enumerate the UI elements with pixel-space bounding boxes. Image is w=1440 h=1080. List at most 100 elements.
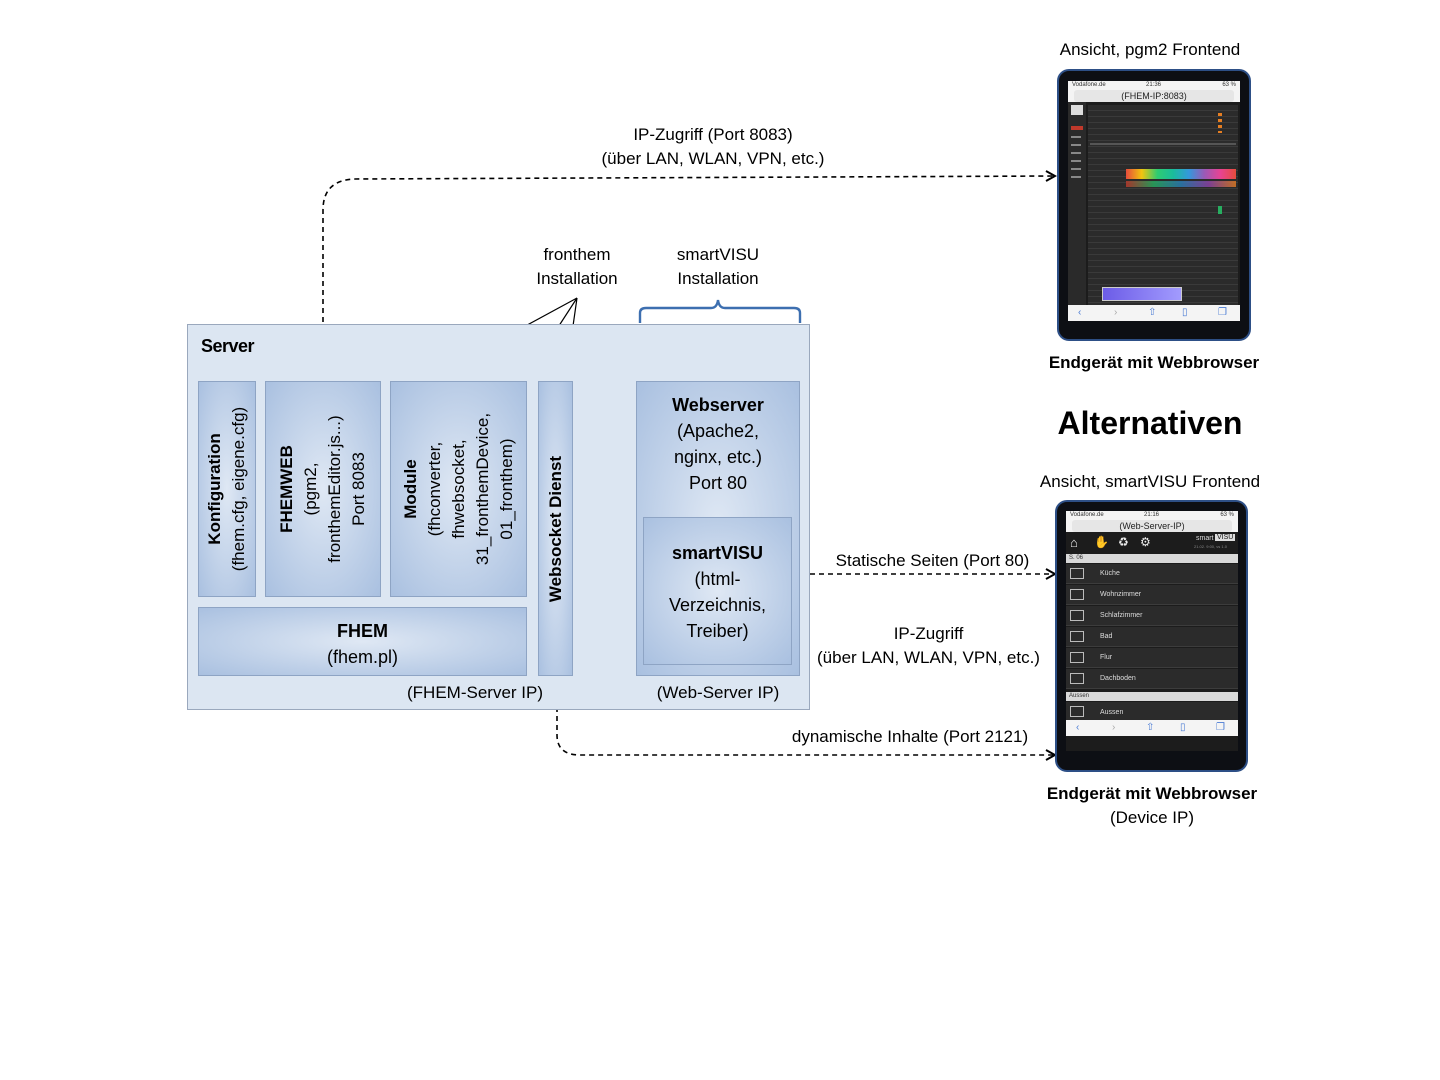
fhem-server-ip: (FHEM-Server IP): [407, 683, 543, 702]
smartvisu-bracket: [638, 299, 802, 323]
room-label: Bad: [1100, 633, 1113, 640]
top-tablet-screen: Vodafone.de 21:36 63 % (FHEM-IP:8083) ‹ …: [1068, 81, 1240, 321]
top-browser-toolbar: ‹ › ⇧ ▯ ❐: [1068, 305, 1240, 321]
room-schlafzimmer[interactable]: Schlafzimmer: [1066, 606, 1238, 626]
fhem-box: FHEM (fhem.pl): [198, 607, 527, 676]
top-tablet: Vodafone.de 21:36 63 % (FHEM-IP:8083) ‹ …: [1057, 69, 1251, 341]
room-label: Aussen: [1100, 709, 1124, 716]
ip-access-label-2: (über LAN, WLAN, VPN, etc.): [817, 648, 1040, 667]
sv-hand-icon[interactable]: ✋: [1094, 535, 1109, 549]
module-line1: (fhconverter,: [424, 441, 444, 537]
fhem-title: FHEM: [337, 621, 388, 641]
smartvisu-box: smartVISU (html- Verzeichnis, Treiber): [643, 517, 792, 665]
sv-toolbar: ⌂ ✋ ♻ ⚙ smart VISU 21.02. 9:00, vs 1.0: [1066, 532, 1238, 554]
bottom-url-bar[interactable]: (Web-Server-IP): [1072, 520, 1232, 532]
bed-icon: [1070, 610, 1084, 621]
bookmarks-icon[interactable]: ▯: [1182, 307, 1188, 318]
bottom-status-time: 21:16: [1144, 512, 1160, 518]
bottom-tablet: Vodafone.de 21:16 63 % (Web-Server-IP) ⌂…: [1055, 500, 1248, 772]
attic-icon: [1070, 673, 1084, 684]
ip-access-label-1: IP-Zugriff: [893, 624, 964, 643]
room-label: Küche: [1100, 570, 1120, 577]
static-pages-label: Statische Seiten (Port 80): [835, 551, 1030, 570]
smartvisu-install-label-1: smartVISU: [676, 245, 760, 264]
sv-home-icon[interactable]: ⌂: [1070, 535, 1078, 550]
web-server-ip: (Web-Server IP): [656, 683, 780, 702]
pgm2-graph: [1102, 287, 1182, 301]
bottom-tablet-screen: Vodafone.de 21:16 63 % (Web-Server-IP) ⌂…: [1066, 511, 1238, 751]
webserver-line3: Port 80: [688, 473, 748, 493]
module-line3: 31_fronthemDevice,: [472, 412, 492, 566]
fhemweb-box: FHEMWEB (pgm2, fronthemEditor.js...) Por…: [265, 381, 381, 597]
fhemweb-line3: Port 8083: [349, 452, 368, 526]
konfiguration-title: Konfiguration: [205, 433, 224, 545]
garden-icon: [1070, 706, 1084, 717]
sv-usb-icon[interactable]: ♻: [1118, 535, 1129, 549]
bookmarks-icon[interactable]: ▯: [1180, 722, 1186, 733]
room-label: Flur: [1100, 654, 1113, 661]
room-label: Dachboden: [1100, 675, 1136, 682]
forward-icon[interactable]: ›: [1114, 307, 1118, 318]
home-icon: [1071, 105, 1083, 115]
fhem-detail: (fhem.pl): [326, 647, 398, 667]
sv-brand-a: smart: [1196, 535, 1214, 542]
bottom-device-caption: Endgerät mit Webbrowser: [1046, 784, 1258, 803]
top-status-carrier: Vodafone.de: [1072, 82, 1106, 88]
top-url-bar[interactable]: (FHEM-IP:8083): [1074, 90, 1234, 102]
websocket-title: Websocket Dienst: [545, 455, 565, 602]
smartvisu-line2: Verzeichnis,: [668, 595, 767, 615]
top-status-time: 21:36: [1146, 82, 1162, 88]
smartvisu-install-label-2: Installation: [677, 269, 759, 288]
bottom-browser-toolbar: ‹ › ⇧ ▯ ❐: [1066, 720, 1238, 736]
sv-date: 21.02. 9:00, vs 1.0: [1194, 544, 1227, 549]
room-dachboden[interactable]: Dachboden: [1066, 669, 1238, 689]
tabs-icon[interactable]: ❐: [1218, 307, 1227, 318]
share-icon[interactable]: ⇧: [1146, 722, 1155, 733]
color-palette: [1126, 169, 1236, 179]
bottom-device-title: Ansicht, smartVISU Frontend: [1039, 472, 1261, 491]
back-icon[interactable]: ‹: [1078, 307, 1082, 318]
bottom-status-carrier: Vodafone.de: [1070, 512, 1104, 518]
webserver-line1: (Apache2,: [676, 421, 760, 441]
room-bad[interactable]: Bad: [1066, 627, 1238, 647]
tabs-icon[interactable]: ❐: [1216, 722, 1225, 733]
back-icon[interactable]: ‹: [1076, 722, 1080, 733]
ip-8083-label-1: IP-Zugriff (Port 8083): [633, 125, 793, 144]
pgm2-sidebar: [1068, 102, 1086, 305]
share-icon[interactable]: ⇧: [1148, 307, 1157, 318]
forward-icon[interactable]: ›: [1112, 722, 1116, 733]
top-status-battery: 63 %: [1222, 82, 1236, 88]
room-wohnzimmer[interactable]: Wohnzimmer: [1066, 585, 1238, 605]
module-line2: fhwebsocket,: [448, 439, 468, 539]
websocket-box: Websocket Dienst: [538, 381, 573, 676]
konfiguration-detail: (fhem.cfg, eigene.cfg): [229, 406, 248, 572]
module-line4: 01_fronthem): [496, 438, 516, 540]
bath-icon: [1070, 631, 1084, 642]
top-device-caption: Endgerät mit Webbrowser: [1048, 353, 1260, 372]
sv-cog-icon[interactable]: ⚙: [1140, 535, 1151, 549]
smartvisu-title: smartVISU: [671, 543, 764, 563]
webserver-line2: nginx, etc.): [673, 447, 763, 467]
fronthem-label-2: Installation: [536, 269, 618, 288]
sv-brand-b: VISU: [1215, 534, 1236, 541]
door-icon: [1070, 652, 1084, 663]
smartvisu-line3: Treiber): [686, 621, 749, 641]
dynamic-content-label: dynamische Inhalte (Port 2121): [791, 727, 1029, 746]
fhemweb-title: FHEMWEB: [277, 445, 296, 533]
ip-8083-arrow: [323, 176, 1055, 376]
webserver-title: Webserver: [672, 395, 764, 415]
bottom-status-battery: 63 %: [1220, 512, 1234, 518]
room-flur[interactable]: Flur: [1066, 648, 1238, 668]
server-title: Server: [201, 336, 255, 356]
room-label: Schlafzimmer: [1100, 612, 1143, 619]
dynamic-content-arrow: [557, 680, 1055, 755]
sofa-icon: [1070, 589, 1084, 600]
top-device-title: Ansicht, pgm2 Frontend: [1059, 40, 1241, 59]
alternativen-heading: Alternativen: [1057, 405, 1243, 441]
sv-section-1: S. 06: [1066, 554, 1238, 563]
kitchen-icon: [1070, 568, 1084, 579]
room-kueche[interactable]: Küche: [1066, 564, 1238, 584]
fhemweb-line2: fronthemEditor.js...): [325, 415, 344, 563]
fronthem-label-1: fronthem: [543, 245, 611, 264]
smartvisu-line1: (html-: [694, 569, 741, 589]
